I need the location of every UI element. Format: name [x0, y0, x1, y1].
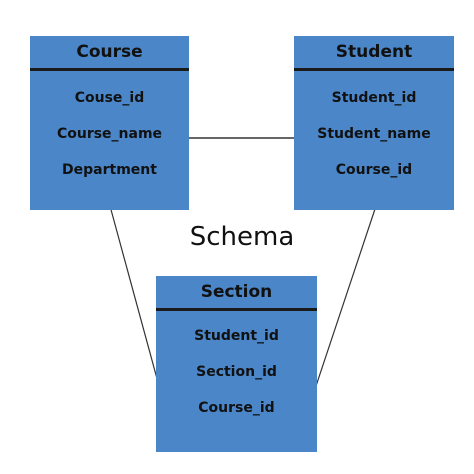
schema-title: Schema	[189, 222, 295, 252]
section-attribute: Section_id	[196, 364, 277, 380]
student-attributes: Student_id Student_name Course_id	[294, 71, 454, 188]
student-section-link	[315, 205, 377, 387]
student-attribute: Course_id	[335, 162, 413, 178]
section-attributes: Student_id Section_id Course_id	[156, 311, 317, 426]
student-entity-title: Student	[294, 36, 454, 71]
section-entity-title: Section	[156, 276, 317, 311]
student-entity: Student Student_id Student_name Course_i…	[294, 36, 454, 210]
section-entity: Section Student_id Section_id Course_id	[156, 276, 317, 452]
course-attribute: Course_name	[56, 126, 163, 142]
student-attribute: Student_name	[317, 126, 431, 142]
section-attribute: Course_id	[198, 400, 275, 416]
course-entity-title: Course	[30, 36, 189, 71]
course-entity: Course Couse_id Course_name Department	[30, 36, 189, 210]
section-attribute: Student_id	[194, 328, 279, 344]
course-attribute: Couse_id	[74, 90, 145, 106]
course-attribute: Department	[62, 162, 157, 178]
student-attribute: Student_id	[331, 90, 417, 106]
course-attributes: Couse_id Course_name Department	[30, 71, 189, 188]
course-section-link	[109, 205, 160, 387]
